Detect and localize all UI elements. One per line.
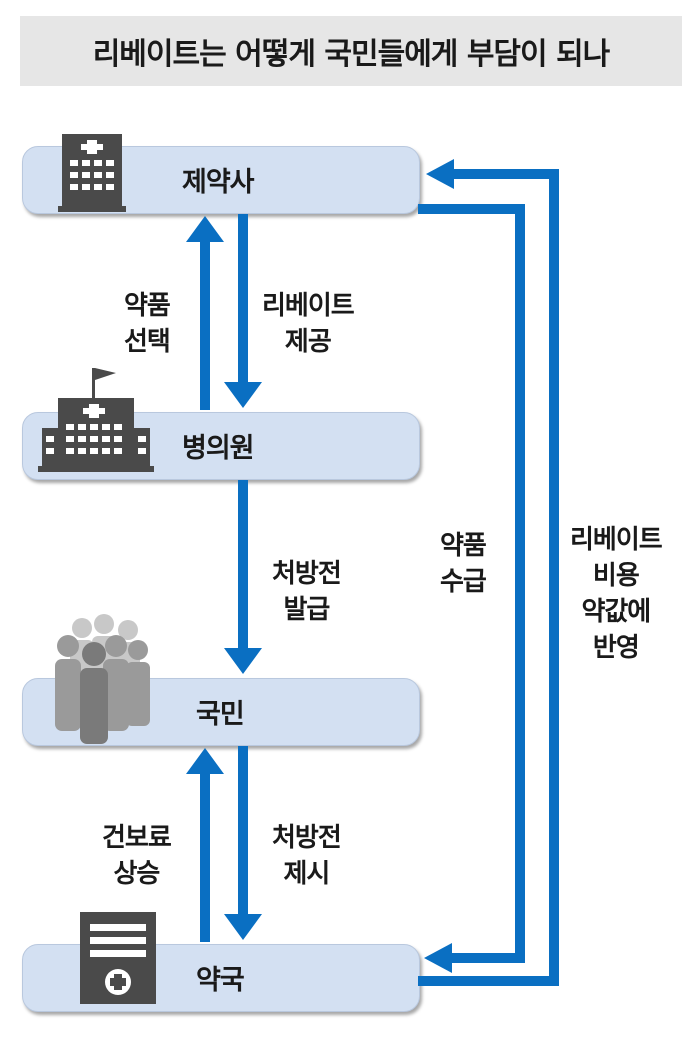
- edge-label-drug-supply: 약품 수급: [440, 531, 487, 597]
- edge-label-drug-selection: 약품 선택: [124, 291, 171, 357]
- arrow-rebate-cost-line: [418, 169, 559, 986]
- edge-label-insurance-increase: 건보료 상승: [102, 823, 172, 889]
- diagram-title: 리베이트는 어떻게 국민들에게 부담이 되나: [20, 16, 682, 86]
- arrow-insurance-shaft: [200, 772, 210, 942]
- node-pharmacy-label: 약국: [196, 965, 245, 996]
- arrow-rebate-cost-head: [426, 159, 454, 189]
- node-pharma-label: 제약사: [182, 167, 255, 198]
- edge-label-prescription-issue: 처방전 발급: [272, 559, 342, 625]
- edge-label-prescription-present: 처방전 제시: [272, 823, 342, 889]
- arrow-drug-selection-head: [186, 216, 224, 242]
- arrow-prescription-issue-head: [224, 648, 262, 674]
- arrow-rebate-shaft: [238, 214, 248, 384]
- factory-building-icon: [58, 134, 126, 212]
- arrow-prescription-issue-shaft: [238, 480, 248, 650]
- people-group-icon: [55, 614, 150, 744]
- arrow-drug-selection-shaft: [200, 240, 210, 410]
- edge-label-rebate-provision: 리베이트 제공: [262, 291, 355, 357]
- arrow-insurance-head: [186, 748, 224, 774]
- node-citizens-label: 국민: [196, 699, 245, 730]
- pharmacy-sign-icon: [80, 912, 156, 1004]
- hospital-building-icon: [38, 368, 154, 472]
- node-hospital-label: 병의원: [182, 433, 255, 464]
- arrow-prescription-present-head: [224, 914, 262, 940]
- arrow-rebate-head: [224, 382, 262, 408]
- arrow-drug-supply-line: [418, 204, 525, 963]
- arrow-prescription-present-shaft: [238, 746, 248, 916]
- edge-label-rebate-cost: 리베이트 비용 약값에 반영: [570, 525, 663, 663]
- arrow-drug-supply-head: [424, 943, 452, 973]
